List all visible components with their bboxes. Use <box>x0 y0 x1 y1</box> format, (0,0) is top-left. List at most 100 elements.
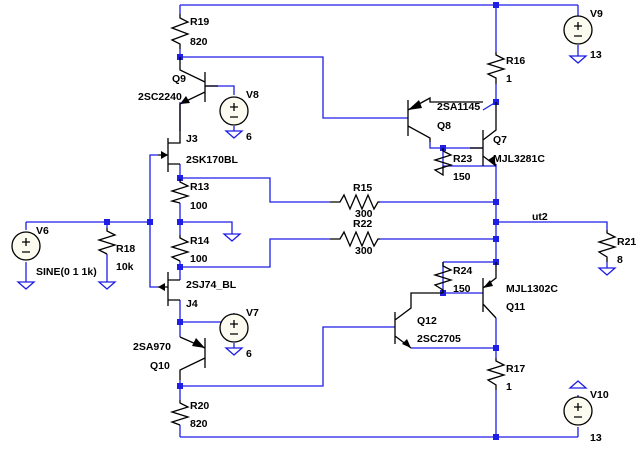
label-q12: Q12 <box>417 315 437 327</box>
jfet-j4 <box>158 272 180 306</box>
resistors <box>96 14 618 426</box>
voltage-source-v8 <box>219 96 249 126</box>
transistor-q9 <box>179 57 218 131</box>
voltage-source-v6 <box>11 231 41 261</box>
label-r19: R19 <box>190 16 209 28</box>
value-v6: SINE(0 1 1k) <box>36 266 97 278</box>
label-q9: Q9 <box>172 73 186 85</box>
resistor-r19 <box>170 14 190 49</box>
value-r24: 150 <box>453 283 471 295</box>
ground-symbol <box>597 267 617 276</box>
resistor-r22 <box>330 230 380 248</box>
value-r20: 820 <box>190 418 208 430</box>
type-q7: MJL3281C <box>493 153 545 165</box>
resistor-r21 <box>596 230 618 262</box>
value-r15: 300 <box>355 208 373 220</box>
ground-symbol <box>568 55 588 64</box>
type-j4: 2SJ74_BL <box>186 279 237 291</box>
label-r17: R17 <box>506 363 525 375</box>
type-q11: MJL1302C <box>506 283 558 295</box>
value-r23: 150 <box>453 171 471 183</box>
label-q11: Q11 <box>506 301 525 313</box>
resistor-r24 <box>432 262 454 293</box>
resistor-r16 <box>485 52 507 84</box>
label-r13: R13 <box>190 181 209 193</box>
ground-symbol <box>568 380 588 389</box>
labels: R19 820 Q9 2SC2240 V8 6 J3 2SK170BL R13 … <box>36 8 636 444</box>
value-r13: 100 <box>190 200 208 212</box>
value-v10: 13 <box>590 432 602 444</box>
value-r16: 1 <box>506 73 512 85</box>
label-r16: R16 <box>506 55 525 67</box>
junction-dot <box>493 2 499 8</box>
type-j3: 2SK170BL <box>186 154 239 166</box>
label-q7: Q7 <box>493 134 507 146</box>
label-r23: R23 <box>453 153 472 165</box>
resistor-r14 <box>169 235 191 262</box>
label-q10: Q10 <box>150 360 170 372</box>
label-r21: R21 <box>617 236 636 248</box>
transistor-q10 <box>179 336 206 380</box>
type-q8: 2SA1145 <box>437 101 480 113</box>
resistor-r13 <box>169 179 191 204</box>
label-r18: R18 <box>116 243 135 255</box>
ground-symbol <box>224 347 244 356</box>
label-v6: V6 <box>36 225 49 237</box>
label-v7: V7 <box>246 307 259 319</box>
value-r14: 100 <box>190 253 208 265</box>
value-r19: 820 <box>190 36 208 48</box>
junction-dot <box>177 383 183 389</box>
ground-symbol <box>97 281 117 290</box>
label-v9: V9 <box>590 8 603 20</box>
resistor-r20 <box>169 400 191 426</box>
junction-dot <box>493 236 499 242</box>
resistor-r18 <box>96 228 118 255</box>
transistors <box>158 57 497 380</box>
voltage-source-v9 <box>563 15 593 45</box>
value-r21: 8 <box>617 254 623 266</box>
label-j3: J3 <box>186 133 198 145</box>
junction-dot <box>177 264 183 270</box>
type-q9: 2SC2240 <box>138 91 182 103</box>
resistor-r23 <box>432 148 454 177</box>
transistor-q7 <box>470 102 497 167</box>
label-r22: R22 <box>353 218 372 230</box>
value-v9: 13 <box>590 49 602 61</box>
sources <box>11 15 593 426</box>
value-r22: 300 <box>355 245 373 257</box>
junction-dot <box>177 175 183 181</box>
junction-dot <box>104 219 110 225</box>
type-q12: 2SC2705 <box>417 333 461 345</box>
label-r14: R14 <box>190 235 209 247</box>
junction-dot <box>177 319 183 325</box>
label-r15: R15 <box>353 182 372 194</box>
net-label-output: ut2 <box>532 211 548 223</box>
label-r20: R20 <box>190 400 209 412</box>
jfet-j3 <box>158 131 181 172</box>
value-v7: 6 <box>246 348 252 360</box>
transistor-q12 <box>394 292 443 349</box>
voltage-source-v10 <box>563 396 593 426</box>
junction-dot <box>493 219 499 225</box>
value-v8: 6 <box>246 131 252 143</box>
transistor-q11 <box>482 262 497 319</box>
junction-dot <box>493 434 499 440</box>
junction-dot <box>493 199 499 205</box>
label-v10: V10 <box>590 389 609 401</box>
ground-symbol <box>222 233 242 242</box>
voltage-source-v7 <box>219 313 249 343</box>
grounds <box>16 55 617 389</box>
ground-symbol <box>16 281 36 290</box>
transistor-q8 <box>407 96 483 142</box>
junction-dot <box>147 219 153 225</box>
resistor-r17 <box>485 358 507 390</box>
label-v8: V8 <box>246 89 259 101</box>
type-q10: 2SA970 <box>133 341 171 353</box>
junction-dot <box>493 345 499 351</box>
label-r24: R24 <box>453 265 472 277</box>
value-r17: 1 <box>506 381 512 393</box>
junction-dot <box>177 219 183 225</box>
label-q8: Q8 <box>437 120 451 132</box>
junctions <box>104 2 499 440</box>
